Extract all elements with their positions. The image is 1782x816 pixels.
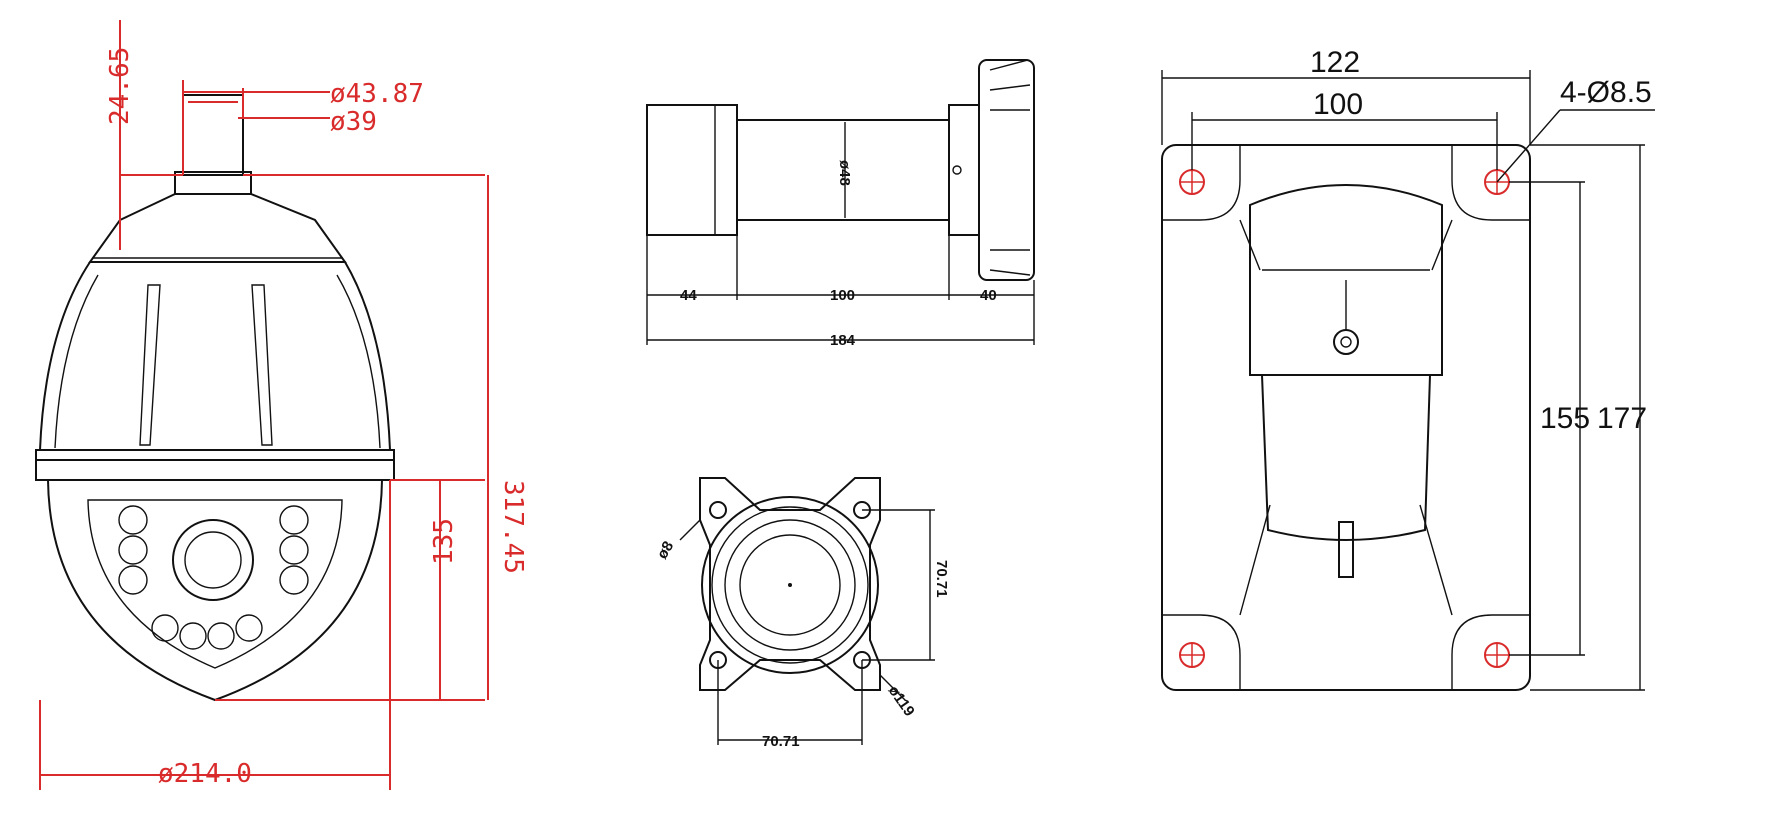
dim-body-diameter: ø214.0	[158, 759, 252, 789]
ir-led-right	[279, 505, 309, 595]
corner-boss	[1162, 614, 1241, 690]
dim-horizontal: 70.71	[762, 733, 800, 750]
bracket-dimension-lines	[646, 220, 1035, 345]
housing-rib	[251, 284, 273, 446]
plate-tab	[1338, 521, 1354, 578]
dim-diameter-inner: ø39	[330, 107, 377, 137]
lower-dome	[46, 479, 384, 702]
dim-hole: ø8	[654, 538, 677, 562]
upper-cone	[88, 193, 347, 263]
dim-total-height: 317.45	[498, 480, 528, 574]
center-screw	[1333, 329, 1359, 355]
ir-led-bottom	[151, 614, 263, 650]
housing-belt-lower	[35, 459, 395, 481]
bracket-base-block	[646, 104, 738, 236]
dim-tube-diameter: ø48	[836, 160, 853, 186]
dim-vertical: 70.71	[933, 560, 950, 598]
end-flange-outline	[699, 477, 881, 691]
housing-belt	[35, 449, 395, 461]
dim-height-cap: 24.65	[105, 47, 135, 125]
housing-rib	[139, 284, 161, 446]
camera-dimension-lines	[39, 20, 489, 790]
bracket-end-view: 70.71 70.71 ø119 ø8	[654, 477, 950, 750]
plate-dimension-lines	[1161, 70, 1655, 691]
plate-lower-body	[1260, 374, 1432, 541]
bracket-side-view: ø48 44 100 40 184	[646, 59, 1035, 349]
dim-total: 184	[830, 332, 856, 349]
camera-front-view: ø43.87 ø39 24.65 317.45 135 ø214.0	[35, 20, 528, 790]
corner-boss	[1451, 614, 1530, 690]
end-dimension-lines	[679, 509, 935, 745]
corner-boss	[1451, 145, 1530, 221]
camera-lens	[172, 519, 254, 601]
bracket-collar	[948, 104, 980, 236]
bracket-tube	[736, 119, 950, 221]
dim-diameter-outer: ø43.87	[330, 79, 424, 109]
mount-hole	[709, 501, 727, 519]
dim-middle: 100	[830, 287, 855, 304]
dim-right: 40	[980, 287, 997, 304]
dim-height-inner: 155	[1540, 402, 1590, 435]
upper-housing	[38, 261, 392, 451]
dim-width-inner: 100	[1313, 88, 1363, 121]
dim-flange: ø119	[885, 683, 918, 720]
mount-cap	[182, 94, 244, 176]
dim-lower-height: 135	[429, 518, 459, 565]
plate-upper-body	[1249, 184, 1443, 376]
dim-holes: 4-Ø8.5	[1560, 76, 1652, 109]
bracket-flange	[978, 59, 1035, 281]
ir-led-left	[118, 505, 148, 595]
dim-left: 44	[680, 287, 697, 304]
dim-height-outer: 177	[1597, 402, 1647, 435]
wall-plate-view: 122 100 4-Ø8.5 155 177	[1161, 46, 1655, 691]
end-ring-outer	[701, 496, 879, 674]
mounting-holes	[1179, 169, 1510, 668]
corner-boss	[1162, 145, 1241, 221]
dim-width-outer: 122	[1310, 46, 1360, 79]
wall-plate-outline	[1161, 144, 1531, 691]
